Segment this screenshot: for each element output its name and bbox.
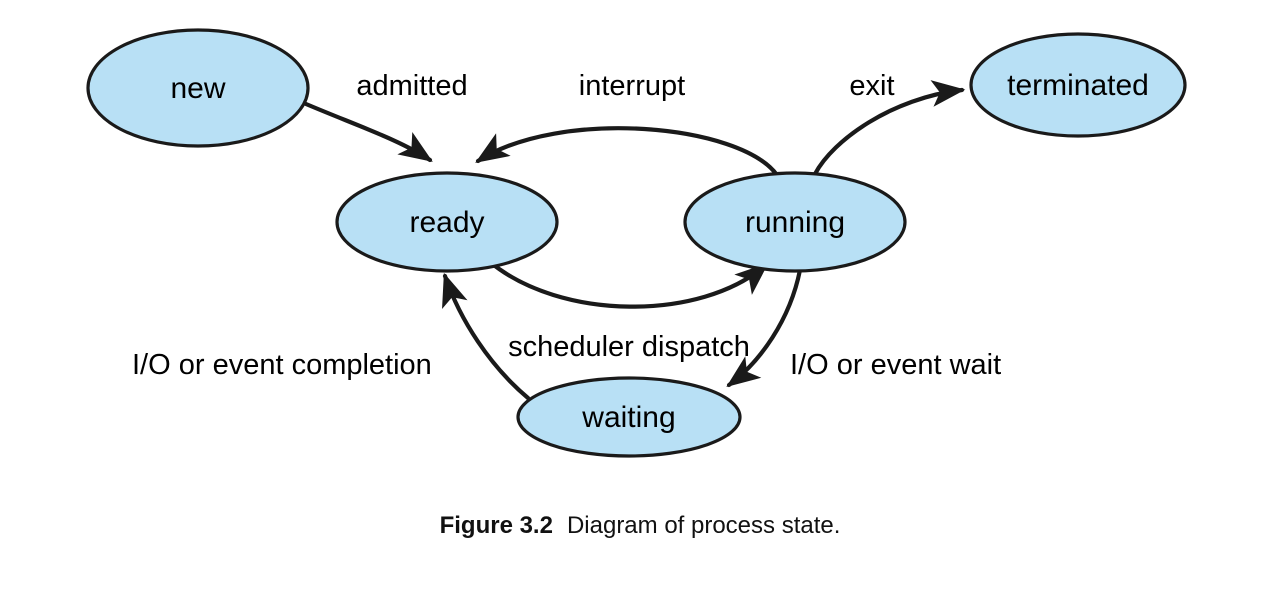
node-new[interactable]: new bbox=[86, 28, 310, 148]
edge-io-event-wait bbox=[726, 267, 803, 388]
node-ready-label: ready bbox=[409, 206, 484, 239]
figure-caption-label: Figure 3.2 bbox=[439, 512, 553, 539]
edge-label-interrupt: interrupt bbox=[579, 70, 685, 102]
node-running-shape bbox=[683, 171, 907, 273]
node-running[interactable]: running bbox=[683, 171, 907, 273]
edge-exit bbox=[812, 80, 966, 177]
edge-label-io-event-completion: I/O or event completion bbox=[132, 349, 432, 381]
node-new-shape bbox=[86, 28, 310, 148]
edge-label-exit: exit bbox=[849, 70, 894, 102]
edge-scheduler-dispatch bbox=[487, 259, 769, 309]
node-waiting-shape bbox=[516, 376, 742, 458]
node-terminated[interactable]: terminated bbox=[969, 32, 1187, 138]
node-running-label: running bbox=[745, 206, 845, 239]
edge-admitted bbox=[303, 101, 433, 163]
node-new-label: new bbox=[170, 72, 225, 105]
node-waiting-label: waiting bbox=[581, 401, 675, 434]
node-ready[interactable]: ready bbox=[335, 171, 559, 273]
node-terminated-label: terminated bbox=[1007, 69, 1149, 102]
edge-io-event-completion bbox=[442, 272, 531, 401]
edge-interrupt bbox=[475, 126, 780, 178]
edge-label-scheduler-dispatch: scheduler dispatch bbox=[508, 331, 750, 363]
edge-label-admitted: admitted bbox=[356, 70, 467, 102]
figure-caption: Figure 3.2 Diagram of process state. bbox=[0, 512, 1280, 540]
edge-label-io-event-wait: I/O or event wait bbox=[790, 349, 1001, 381]
figure-caption-text: Diagram of process state. bbox=[566, 512, 841, 539]
node-waiting[interactable]: waiting bbox=[516, 376, 742, 458]
node-ready-shape bbox=[335, 171, 559, 273]
node-terminated-shape bbox=[969, 32, 1187, 138]
